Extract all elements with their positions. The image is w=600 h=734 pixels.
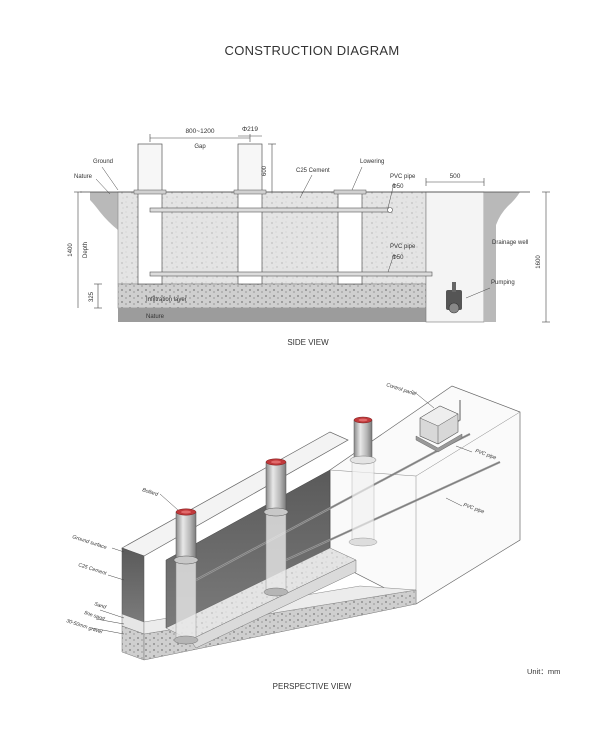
label-gravel: 30-50mm gravel: [65, 618, 103, 636]
label-pvc-pipe-top: PVC pipe: [390, 174, 416, 180]
perspective-view: Control panel Bollard PVC pipe PVC pipe …: [65, 382, 560, 691]
label-pvc-pipe-mid: PVC pipe: [390, 244, 416, 250]
label-sand: Sand: [93, 601, 107, 611]
label-infiltration-layer: Infiltration layer: [146, 297, 187, 303]
label-gap-dim: 800~1200: [185, 128, 214, 135]
label-fine-sand: fine sand: [83, 610, 106, 623]
perspective-bollard-middle: [263, 458, 289, 597]
perspective-view-caption: PERSPECTIVE VIEW: [273, 682, 352, 691]
label-nature-bottom: Nature: [146, 314, 165, 320]
infiltration-layer-block: [117, 283, 427, 309]
nature-right-terrain: [484, 192, 520, 322]
label-height-600: 600: [262, 165, 268, 176]
label-ground: Ground: [93, 159, 113, 165]
side-bollards: [133, 143, 367, 285]
perspective-bollard-right: [348, 416, 378, 547]
label-drainage-well: Drainage well: [492, 240, 528, 246]
perspective-bollard-left: [173, 508, 199, 645]
label-lowering: Lowering: [360, 159, 384, 165]
label-c25-cement: C25 Cement: [296, 168, 330, 174]
pump-icon: [446, 282, 462, 314]
label-width-500: 500: [450, 173, 461, 180]
c25-cement-block: [117, 191, 427, 285]
diagram-title: CONSTRUCTION DIAGRAM: [225, 43, 400, 58]
label-ground-surface: Ground surface: [71, 534, 107, 551]
label-phi50-top: Φ50: [392, 184, 404, 190]
side-view: 800~1200 Gap Φ219 600 Ground Nature C25 …: [68, 126, 550, 347]
label-phi50-mid: Φ50: [392, 255, 404, 261]
label-height-325: 325: [89, 291, 95, 302]
nature-left-terrain: [90, 192, 118, 230]
label-pumping: Pumping: [491, 280, 515, 286]
unit-label: Unit：mm: [527, 667, 560, 676]
nature-bottom-block: [118, 308, 484, 322]
label-height-1600: 1600: [536, 255, 542, 269]
label-c25-cement-persp: C25 Cement: [77, 562, 107, 577]
side-view-caption: SIDE VIEW: [287, 338, 329, 347]
label-gap: Gap: [194, 144, 206, 150]
label-nature-top: Nature: [74, 174, 93, 180]
label-bollard: Bollard: [141, 487, 159, 498]
label-control-panel: Control panel: [385, 382, 417, 398]
label-diameter: Φ219: [242, 126, 258, 133]
label-depth: Depth: [83, 242, 89, 258]
side-view-labels: 800~1200 Gap Φ219 600 Ground Nature C25 …: [68, 126, 542, 320]
control-panel-icon: [415, 405, 463, 453]
front-c25-cement-face: [121, 547, 145, 623]
side-pvc-pipes: [149, 207, 433, 277]
label-depth-1400: 1400: [68, 243, 74, 257]
